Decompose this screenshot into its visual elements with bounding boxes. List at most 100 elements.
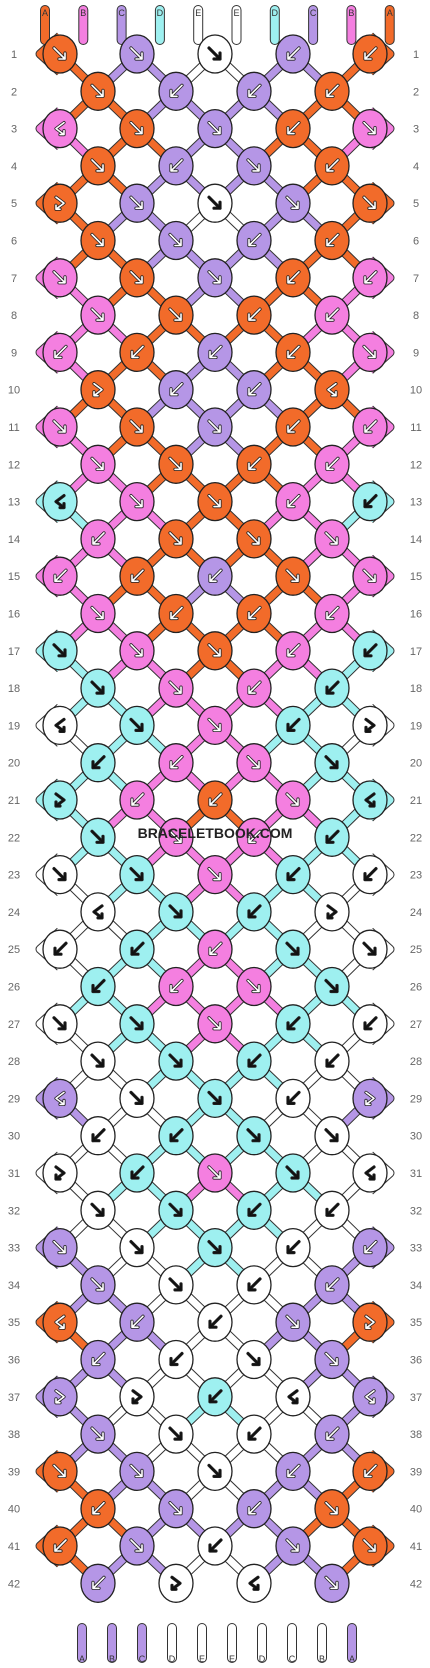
row-number-left: 1 [11,49,17,61]
row-number-left: 30 [8,1131,20,1143]
row-number-right: 26 [410,982,422,994]
row-number-right: 16 [410,609,422,621]
arrow-se-icon [247,755,260,769]
row-number-left: 15 [8,571,20,583]
row-number-left: 17 [8,646,20,658]
arrow-sw-icon [287,271,300,284]
arrow-sw-icon [326,1278,339,1291]
row-number-right: 17 [410,646,422,658]
arrow-sw-icon [92,532,105,545]
knot[interactable] [314,370,350,410]
knot[interactable] [119,1377,155,1417]
row-number-left: 28 [8,1056,20,1068]
arrow-sw-icon [92,1576,105,1590]
forward-knot-icon [365,718,375,733]
arrow-sw-icon [209,793,222,806]
arrow-se-icon [91,681,104,694]
arrow-sw-icon [364,494,377,508]
row-number-right: 10 [410,385,422,397]
row-number-right: 34 [410,1280,422,1292]
arrow-se-icon [325,979,338,993]
arrow-sw-icon [326,457,339,471]
knot[interactable] [42,108,78,149]
knot[interactable] [42,481,78,522]
knot[interactable] [42,1153,78,1193]
knot[interactable] [314,892,350,932]
arrow-sw-icon [248,1501,261,1515]
arrow-se-icon [130,1240,143,1254]
arrow-sw-icon [364,420,377,433]
arrow-se-icon [53,271,66,284]
knot[interactable] [42,705,78,746]
arrow-sw-icon [209,345,222,359]
top-strand-label: C [310,8,317,18]
arrow-sw-icon [287,121,300,135]
knot[interactable] [352,780,388,820]
knot[interactable] [80,370,116,410]
arrow-sw-icon [287,345,300,359]
arrow-sw-icon [364,1464,377,1478]
knot[interactable] [80,892,116,932]
knot[interactable] [352,705,388,746]
arrow-se-icon [53,420,66,433]
arrow-se-icon [130,121,143,135]
arrow-se-icon [208,1091,221,1105]
row-number-left: 12 [8,459,20,471]
top-strand-label: D [157,8,164,18]
backward-knot-icon [55,1315,65,1329]
row-number-left: 36 [8,1355,20,1367]
arrow-sw-icon [287,867,300,881]
arrow-sw-icon [287,47,300,60]
row-number-right: 36 [410,1355,422,1367]
arrow-sw-icon [170,979,183,993]
backward-knot-icon [365,1166,375,1180]
arrow-sw-icon [287,1091,300,1105]
arrow-sw-icon [209,1390,222,1403]
row-number-left: 33 [8,1243,20,1255]
row-number-left: 9 [11,347,17,359]
knot[interactable] [42,780,78,820]
knot[interactable] [352,1302,388,1342]
knot[interactable] [352,1153,388,1193]
arrow-se-icon [325,755,338,769]
row-number-right: 31 [410,1168,422,1180]
backward-knot-icon [55,121,65,136]
arrow-se-icon [130,420,143,433]
arrow-se-icon [169,1501,182,1515]
row-number-left: 32 [8,1205,20,1217]
arrow-se-icon [53,1464,66,1478]
backward-knot-icon [55,1091,65,1106]
bottom-strand-label: D [259,1654,266,1664]
arrow-sw-icon [364,271,377,284]
arrow-se-icon [130,47,143,60]
knot[interactable] [42,183,78,223]
arrow-sw-icon [248,457,261,471]
bottom-strand-label: C [139,1654,146,1664]
arrow-se-icon [130,494,143,508]
arrow-se-icon [130,196,143,209]
arrow-se-icon [208,718,221,732]
knot[interactable] [275,1377,311,1417]
knot[interactable] [352,1377,388,1417]
arrow-sw-icon [364,1240,377,1254]
knot[interactable] [158,1563,194,1603]
knot[interactable] [42,1377,78,1417]
arrow-sw-icon [248,1054,261,1067]
row-number-left: 24 [8,907,20,919]
arrow-sw-icon [287,718,300,732]
arrow-sw-icon [92,1128,105,1142]
arrow-se-icon [363,196,376,209]
knot[interactable] [42,1302,78,1342]
bottom-strand-label: E [229,1654,235,1664]
arrow-se-icon [247,159,260,172]
arrow-sw-icon [131,942,144,955]
row-number-left: 39 [8,1466,20,1478]
knot[interactable] [42,1078,78,1119]
row-number-right: 35 [410,1317,422,1329]
row-number-left: 29 [8,1093,20,1105]
forward-knot-icon [327,905,337,919]
row-number-right: 24 [410,907,422,919]
knot[interactable] [236,1563,272,1603]
knot[interactable] [352,1078,388,1119]
arrow-se-icon [169,532,182,545]
